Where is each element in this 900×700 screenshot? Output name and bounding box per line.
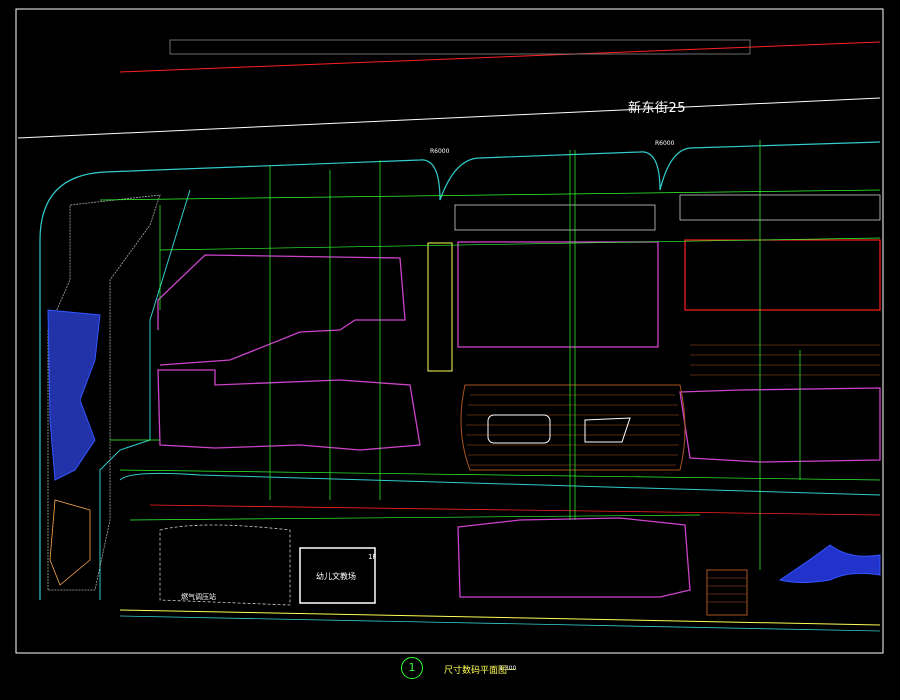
building-south — [457, 517, 691, 598]
site-outline — [39, 141, 881, 600]
building-north-east — [684, 239, 881, 311]
south-boundary — [119, 609, 881, 626]
west-landscape — [47, 194, 161, 591]
east-deck — [706, 569, 748, 616]
dimension-lines — [99, 140, 881, 570]
south-road-2 — [149, 504, 881, 516]
building-north-west — [157, 254, 406, 366]
plaza-planter-2 — [584, 417, 631, 443]
gas-station-label: 燃气调压站 — [181, 593, 216, 601]
road-edge-line — [17, 97, 881, 139]
east-stream — [778, 544, 881, 583]
building-middle-west — [157, 369, 421, 451]
central-plaza — [460, 384, 686, 471]
west-pond — [47, 309, 101, 481]
kindergarten-building — [299, 547, 376, 604]
kindergarten-label: 幼儿文教场 — [316, 572, 356, 581]
west-pond-2 — [49, 499, 91, 586]
parking-north — [454, 194, 881, 231]
building-north-center — [457, 241, 659, 348]
building-middle-east — [679, 387, 881, 463]
south-road — [119, 472, 881, 496]
radius-label-1: R6000 — [430, 148, 450, 155]
south-boundary-2 — [119, 615, 881, 632]
street-name-label: 新东街25 — [628, 101, 687, 116]
drawing-number-badge: 1 — [401, 657, 423, 679]
kindergarten-floor-label: 1F — [368, 553, 377, 561]
drawing-caption-scale: 1:300 — [499, 665, 517, 672]
plaza-planter — [487, 414, 551, 444]
radius-label-2: R6000 — [655, 140, 675, 147]
inner-road — [99, 189, 191, 600]
plaza-hatch — [466, 344, 880, 466]
north-ramp — [427, 242, 453, 372]
drawing-caption-title: 尺寸数码平面图一 — [444, 666, 517, 676]
boundary-line-top — [119, 41, 881, 73]
drawing-frame — [15, 8, 884, 654]
kindergarten-yard — [159, 524, 291, 606]
top-strip — [169, 39, 751, 55]
